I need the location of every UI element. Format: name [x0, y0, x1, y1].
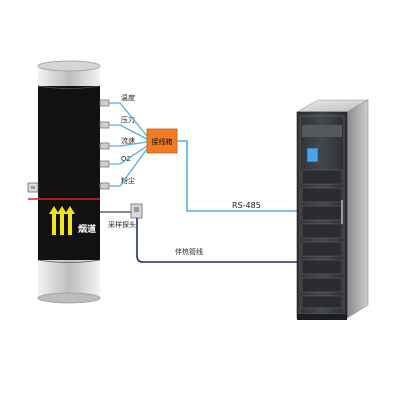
flow-arrow-icon: [65, 206, 75, 235]
sensor-o2: O2: [99, 155, 131, 168]
sensor-label: 流速: [121, 136, 135, 145]
junction-box-label: 接线箱: [152, 137, 173, 146]
sensor-probe-icon: [99, 99, 110, 107]
flow-arrow-icon: [57, 206, 67, 235]
flow-arrow-icon: [49, 206, 59, 235]
sensor-label: 温度: [121, 93, 135, 102]
sensor-probe-icon: [99, 142, 110, 150]
sensor-flow: 流速: [99, 136, 135, 150]
sensor-label: 粉尘: [121, 176, 135, 185]
heated-line-label: 伴热管线: [175, 247, 203, 256]
analyzer-cabinet: [295, 99, 370, 320]
left-probe-icon: [27, 182, 39, 193]
sensor-pressure: 压力: [99, 115, 135, 129]
sensor-label: O2: [121, 155, 131, 163]
cabinet-handle-icon: [341, 200, 343, 224]
cabinet-screen-icon: [306, 147, 319, 163]
sampling-probe-label: 采样探头: [108, 220, 136, 229]
junction-box: 接线箱: [146, 128, 178, 154]
rs485-link: [177, 140, 297, 212]
heated-line: [136, 218, 297, 263]
sampling-probe: 采样探头: [100, 203, 143, 229]
sensor-dust: 粉尘: [99, 176, 135, 190]
sensor-temperature: 温度: [99, 93, 135, 107]
rs485-label: RS-485: [232, 201, 261, 210]
flow-arrows: [49, 206, 75, 235]
sensor-probe-icon: [99, 121, 110, 129]
flue-label: 烟道: [78, 223, 96, 235]
sensor-probes: 温度 压力 流速 O2 粉尘: [99, 93, 135, 190]
rack-units: [301, 169, 343, 309]
sensor-label: 压力: [121, 115, 135, 124]
sensor-probe-icon: [99, 160, 110, 168]
flue-pipe: [37, 60, 101, 304]
sensor-probe-icon: [99, 182, 110, 190]
sensor-signal-lines: [109, 102, 148, 187]
